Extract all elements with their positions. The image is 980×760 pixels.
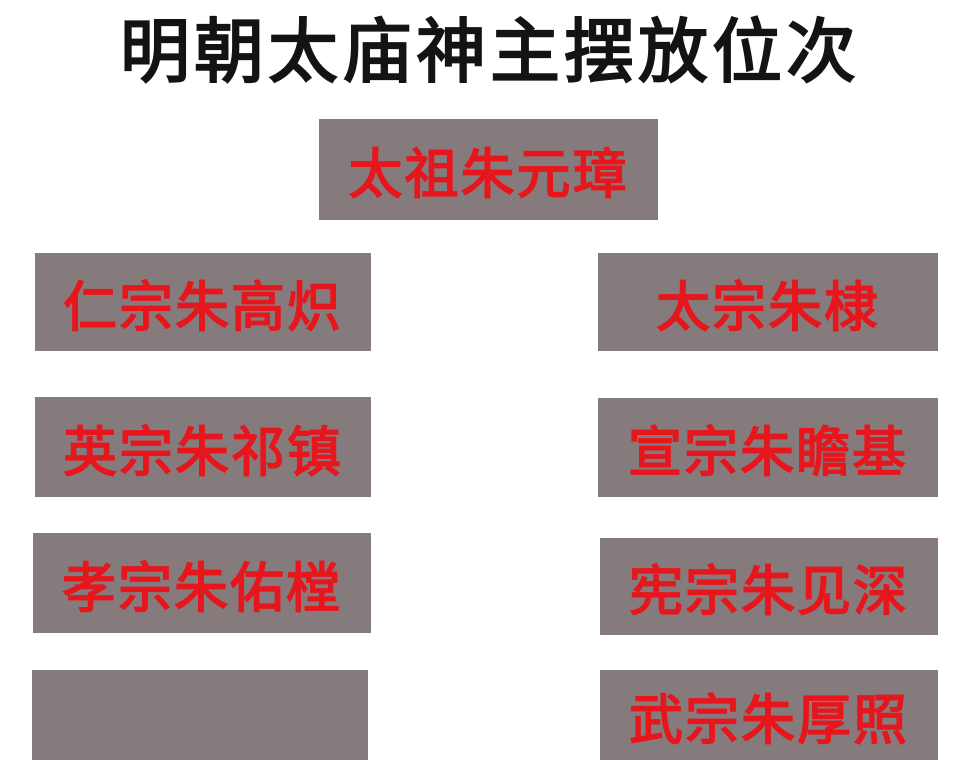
tablet-box-xianzong: 宪宗朱见深: [600, 538, 938, 635]
tablet-box-xuanzong: 宣宗朱瞻基: [598, 398, 938, 497]
tablet-box-wuzong: 武宗朱厚照: [600, 670, 938, 760]
tablet-label-xiaozong: 孝宗朱佑樘: [62, 558, 342, 619]
tablet-box-taizong: 太宗朱棣: [598, 253, 938, 351]
tablet-label-xianzong: 宪宗朱见深: [629, 562, 909, 622]
tablet-label-xuanzong: 宣宗朱瞻基: [628, 423, 908, 483]
tablet-label-renzong: 仁宗朱高炽: [63, 277, 343, 338]
tablet-box-renzong: 仁宗朱高炽: [35, 253, 371, 351]
tablet-label-wuzong: 武宗朱厚照: [629, 690, 909, 751]
tablet-box-xiaozong: 孝宗朱佑樘: [33, 533, 371, 633]
tablet-box-taizu: 太祖朱元璋: [319, 119, 658, 220]
diagram-title: 明朝太庙神主摆放位次: [120, 15, 860, 92]
tablet-label-taizu: 太祖朱元璋: [348, 145, 629, 205]
tablet-box-yingzong: 英宗朱祁镇: [35, 397, 371, 497]
tablet-box-empty: [32, 670, 368, 760]
tablet-label-yingzong: 英宗朱祁镇: [63, 422, 343, 483]
tablet-label-taizong: 太宗朱棣: [656, 277, 880, 338]
